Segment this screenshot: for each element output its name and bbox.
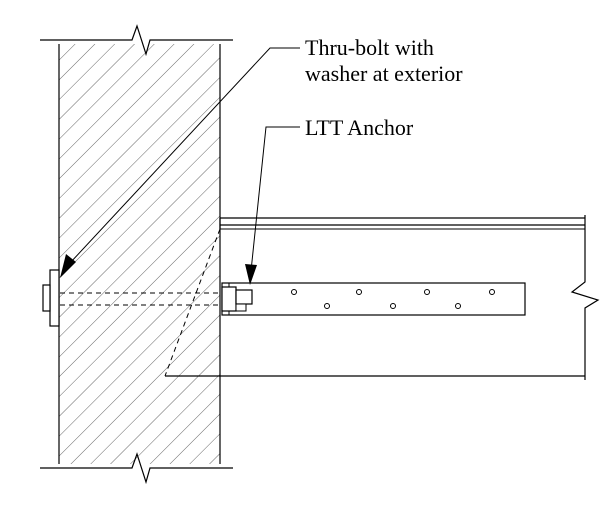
ltt-anchor-strap <box>221 282 526 316</box>
thru-bolt-label-line1: Thru-bolt with <box>305 35 434 60</box>
ltt-anchor-label: LTT Anchor <box>305 115 414 140</box>
top-break-line <box>40 24 235 57</box>
masonry-wall <box>58 40 221 468</box>
hidden-lines <box>60 228 222 377</box>
thru-bolt-label-line2: washer at exterior <box>305 61 463 86</box>
floor-joist <box>165 215 600 380</box>
bottom-break-line <box>40 452 235 485</box>
ltt-anchor-leader <box>245 126 300 285</box>
exterior-washer <box>42 269 60 327</box>
thru-bolt-leader <box>60 47 300 278</box>
interior-nut <box>221 286 253 312</box>
strap-holes <box>291 289 495 309</box>
